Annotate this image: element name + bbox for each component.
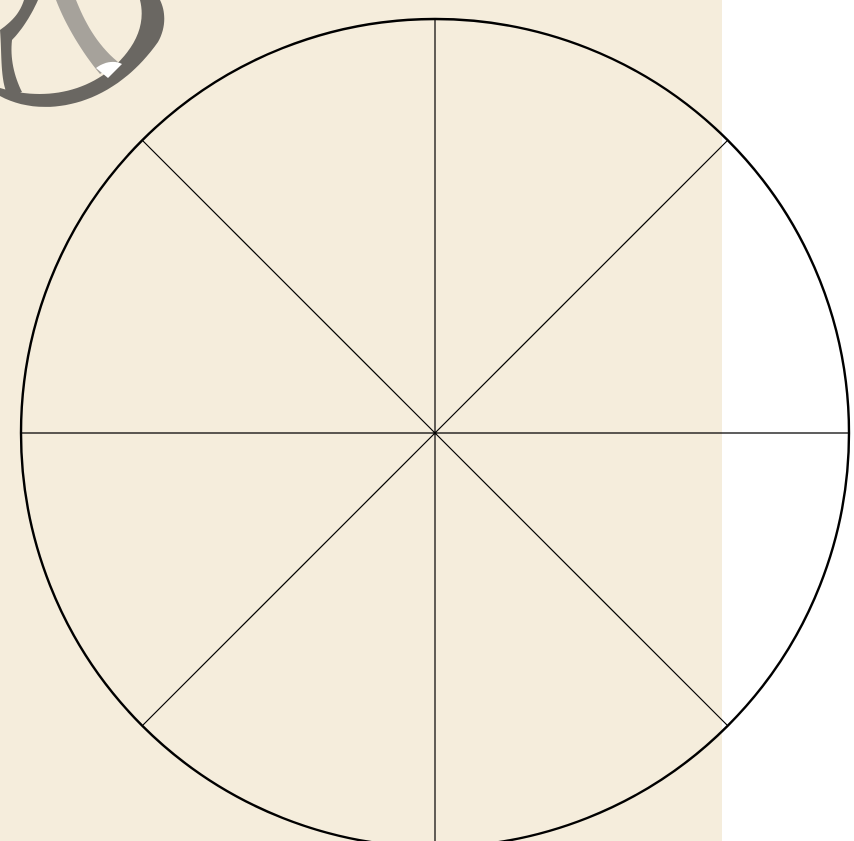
wheel-spoke-8 [435, 433, 728, 726]
wheel-spoke-6 [142, 433, 435, 726]
wheel-spoke-4 [142, 140, 435, 433]
wheel-spoke-2 [435, 140, 728, 433]
